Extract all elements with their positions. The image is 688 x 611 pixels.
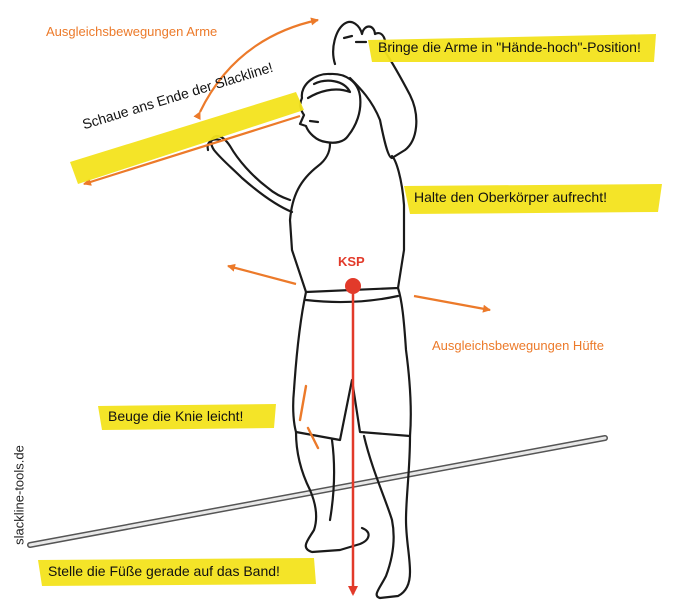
label-fuesse: Stelle die Füße gerade auf das Band! (48, 562, 280, 580)
label-arme: Bringe die Arme in "Hände-hoch"-Position… (378, 38, 641, 56)
label-oberkoerper: Halte den Oberkörper aufrecht! (414, 188, 607, 206)
label-ausgleich-arme: Ausgleichsbewegungen Arme (46, 24, 217, 40)
center-of-gravity (345, 278, 361, 594)
watermark: slackline-tools.de (10, 400, 28, 590)
slackline (30, 438, 605, 545)
label-knie: Beuge die Knie leicht! (108, 407, 243, 425)
hip-arrow-right (414, 296, 490, 310)
label-ksp: KSP (338, 254, 365, 270)
hip-arrow-left (228, 266, 296, 284)
label-ausgleich-huefte: Ausgleichsbewegungen Hüfte (432, 338, 604, 354)
